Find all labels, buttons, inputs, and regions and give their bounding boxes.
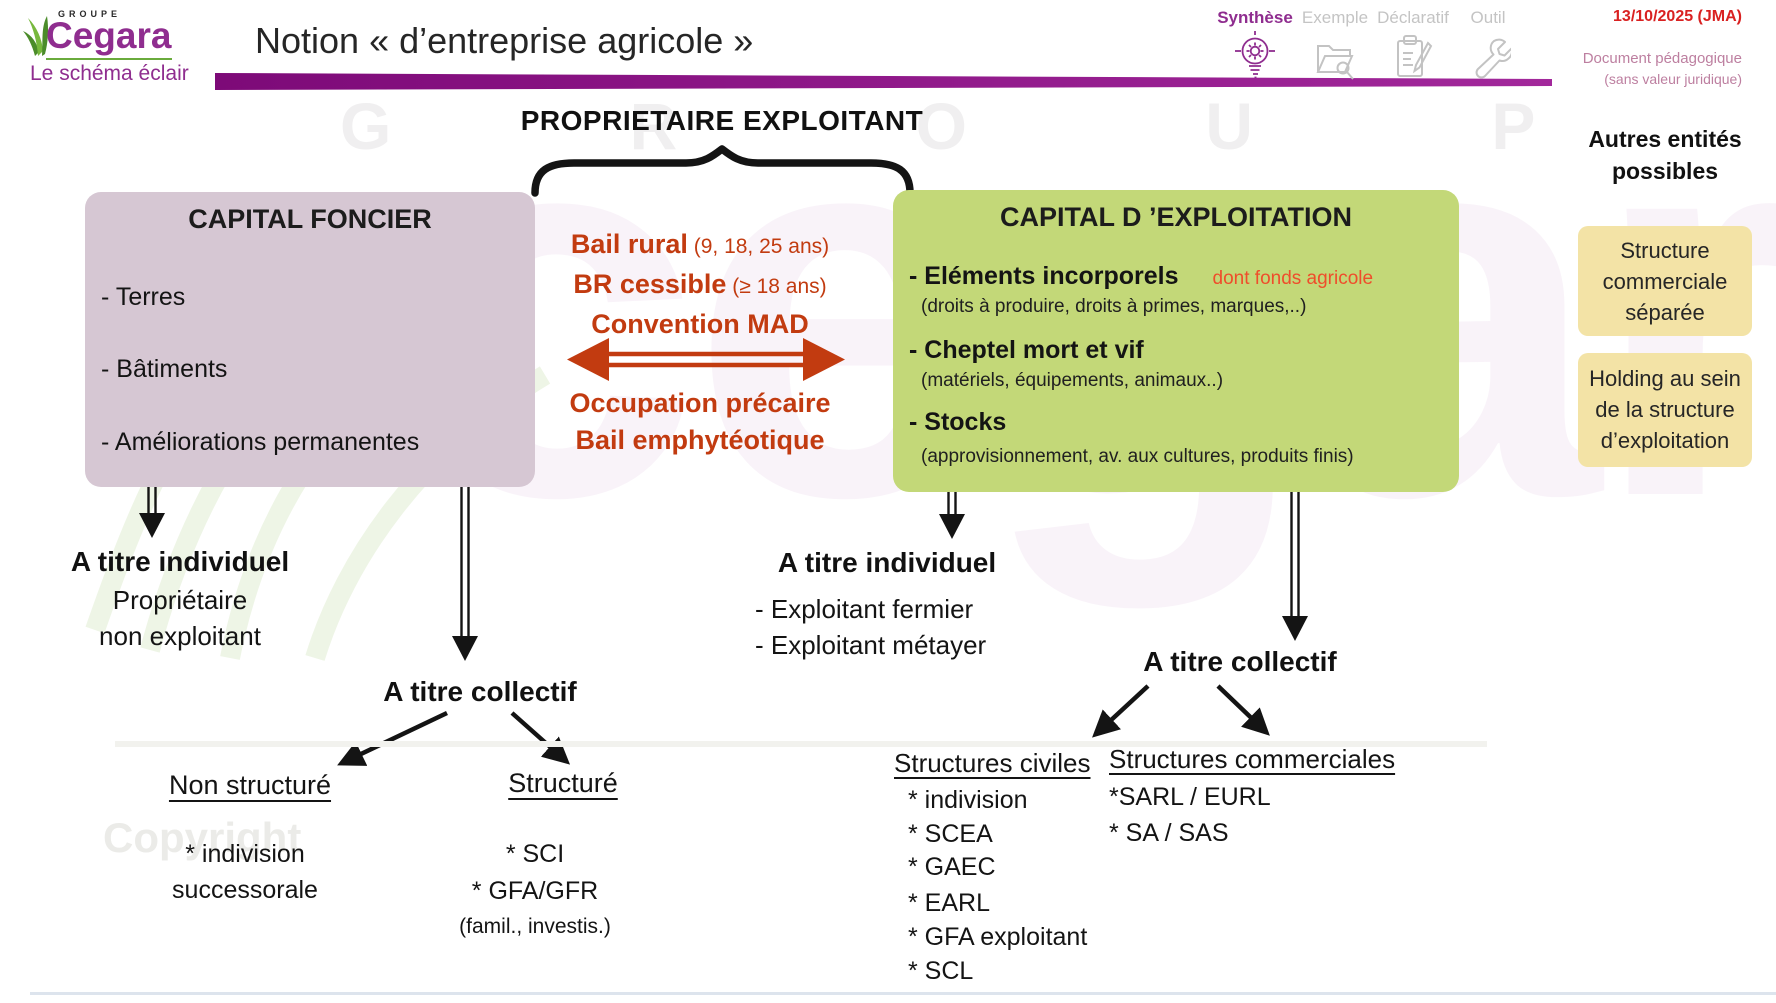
list-item: * EARL [908,889,990,917]
structure-commerciale-separee-box: Structure commerciale séparée [1578,226,1752,336]
capital-exploitation-box: CAPITAL D ’EXPLOITATION - Eléments incor… [893,190,1459,492]
proprietaire-label: Propriétaire [112,585,248,615]
exploitation-collectif-title: A titre collectif [1143,646,1337,677]
mode-outil-label: Outil [1470,8,1506,27]
elements-incorporels-label: - Eléments incorporels [909,262,1179,290]
mode-exemple[interactable]: Exemple [1275,8,1395,84]
ybox-line: commerciale [1602,269,1728,294]
logo-tagline: Le schéma éclair [30,62,189,85]
mode-declaratif-label: Déclaratif [1377,8,1449,27]
list-item-detail: (droits à produire, droits à primes, mar… [921,296,1307,317]
fork-civiles-arrow [1092,684,1150,738]
proprietaire-exploitant-label: PROPRIETAIRE EXPLOITANT [520,105,924,136]
list-item-detail: (matériels, équipements, animaux..) [921,370,1224,391]
convention-mad-label: Convention MAD [591,309,809,339]
fork-structure-arrow [510,711,571,765]
br-cessible-label: BR cessible [573,269,727,299]
mode-exemple-label: Exemple [1301,8,1369,27]
list-item: - Eléments incorporels dont fonds agricol… [909,262,1373,291]
fork-non-structure-arrow [337,710,448,766]
mode-outil[interactable]: Outil [1428,8,1548,84]
ybox-line: de la structure [1595,397,1735,422]
fonds-agricole-note: dont fonds agricole [1212,268,1374,289]
folder-search-icon [1316,45,1354,80]
br-cessible-detail: (≥ 18 ans) [726,275,827,298]
grass-icon [23,16,49,56]
mode-synthese-label: Synthèse [1217,8,1293,27]
date-label: 13/10/2025 (JMA) [1613,8,1742,25]
list-item: * indivision [908,786,1028,814]
mode-declaratif[interactable]: Déclaratif [1353,8,1473,84]
fork-commerciales-arrow [1216,684,1270,736]
logo-brand: Cegara [46,15,172,56]
logo-underline [46,58,172,60]
autres-entites-title-line2: possibles [1611,158,1719,184]
list-item: - Terres [101,283,186,311]
structures-civiles-heading: Structures civiles [894,748,1091,778]
structures-commerciales-heading: Structures commerciales [1109,744,1396,774]
foncier-individuel-title: A titre individuel [70,546,290,577]
capital-foncier-box: CAPITAL FONCIER - Terres - Bâtiments - A… [85,192,535,487]
lightbulb-gear-icon [1235,31,1275,79]
bail-emphyteotique-label: Bail emphytéotique [575,425,825,455]
list-item-detail: (approvisionnement, av. aux cultures, pr… [921,446,1354,467]
list-item: * indivision [185,840,305,868]
stocks-label: - Stocks [909,408,1007,436]
logo-groupe-label: GROUPE [58,9,122,19]
page-title: Notion « d’entreprise agricole » [255,20,754,61]
ybox-line: Holding au sein [1589,366,1741,391]
bail-rural-label: Bail rural [570,229,688,259]
list-item: successorale [172,876,318,904]
exploitant-fermier-label: - Exploitant fermier [755,594,974,624]
exploitant-metayer-label: - Exploitant métayer [755,630,987,660]
list-item: * GFA/GFR [471,877,599,905]
copyright-watermark: Copyright [103,814,302,861]
ybox-line: séparée [1625,300,1705,325]
bottom-border-line [30,992,1776,995]
holding-box: Holding au sein de la structure d’exploi… [1578,353,1752,467]
doc-note-line1: Document pédagogique [1582,50,1742,67]
list-item: * SCI [505,840,565,868]
capital-exploitation-title: CAPITAL D ’EXPLOITATION [999,202,1352,232]
list-item: * SA / SAS [1109,819,1229,847]
occupation-precaire-label: Occupation précaire [569,388,831,418]
cheptel-label: - Cheptel mort et vif [909,336,1144,364]
non-structure-heading: Non structuré [168,770,332,800]
list-item-detail: (famil., investis.) [459,915,611,938]
list-item: * SCL [908,957,974,985]
list-item: * SCEA [908,820,993,848]
br-cessible-line: BR cessible (≥ 18 ans) [540,269,860,300]
bail-rural-line: Bail rural (9, 18, 25 ans) [540,229,860,260]
list-item: *SARL / EURL [1109,783,1271,811]
mode-synthese[interactable]: Synthèse [1195,8,1315,82]
list-item: * GAEC [908,853,996,881]
autres-entites-title-line1: Autres entités [1588,126,1742,152]
ybox-line: Structure [1620,238,1710,263]
ybox-line: d’exploitation [1600,428,1730,453]
wrench-icon [1475,38,1511,79]
foncier-collectif-title: A titre collectif [383,676,577,707]
structure-heading: Structuré [508,768,618,798]
capital-foncier-title: CAPITAL FONCIER [188,204,432,234]
list-item: - Améliorations permanentes [101,428,420,456]
list-item: - Bâtiments [101,355,228,383]
exploitation-individuel-title: A titre individuel [777,547,997,578]
doc-note-line2: (sans valeur juridique) [1604,71,1742,87]
non-exploitant-label: non exploitant [99,621,261,651]
bail-rural-detail: (9, 18, 25 ans) [687,235,830,258]
list-item: * GFA exploitant [908,923,1088,951]
